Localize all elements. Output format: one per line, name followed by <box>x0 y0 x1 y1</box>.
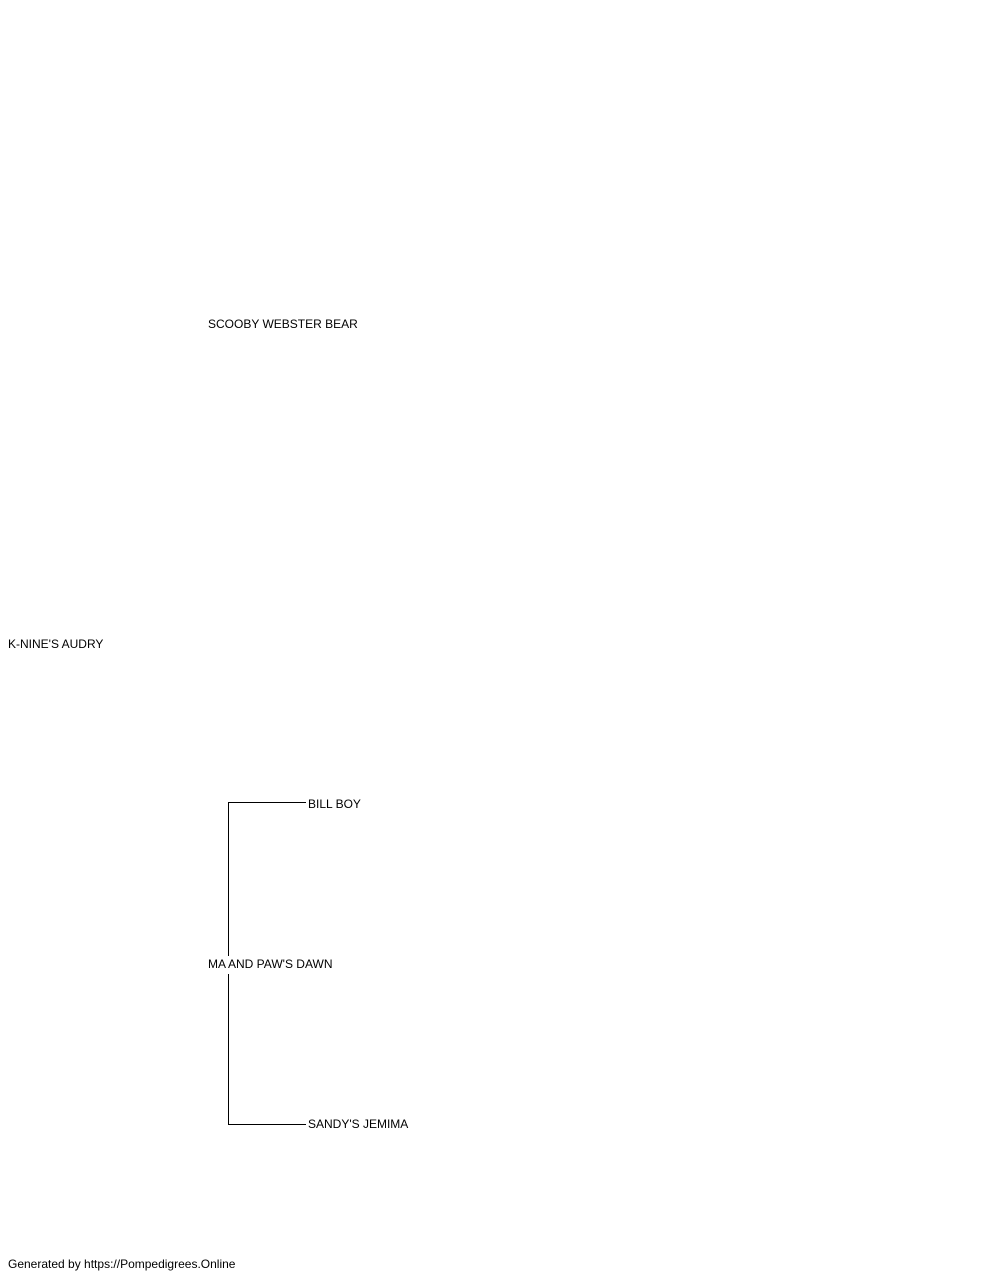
sire-name: SCOOBY WEBSTER BEAR <box>208 317 358 331</box>
subject-name: K-NINE'S AUDRY <box>8 637 104 651</box>
generated-by-footer: Generated by https://Pompedigrees.Online <box>8 1257 236 1271</box>
dam-name: MA AND PAW'S DAWN <box>208 957 333 971</box>
dam-sire-name: BILL BOY <box>308 797 361 811</box>
dam-dam-name: SANDY'S JEMIMA <box>308 1117 409 1131</box>
